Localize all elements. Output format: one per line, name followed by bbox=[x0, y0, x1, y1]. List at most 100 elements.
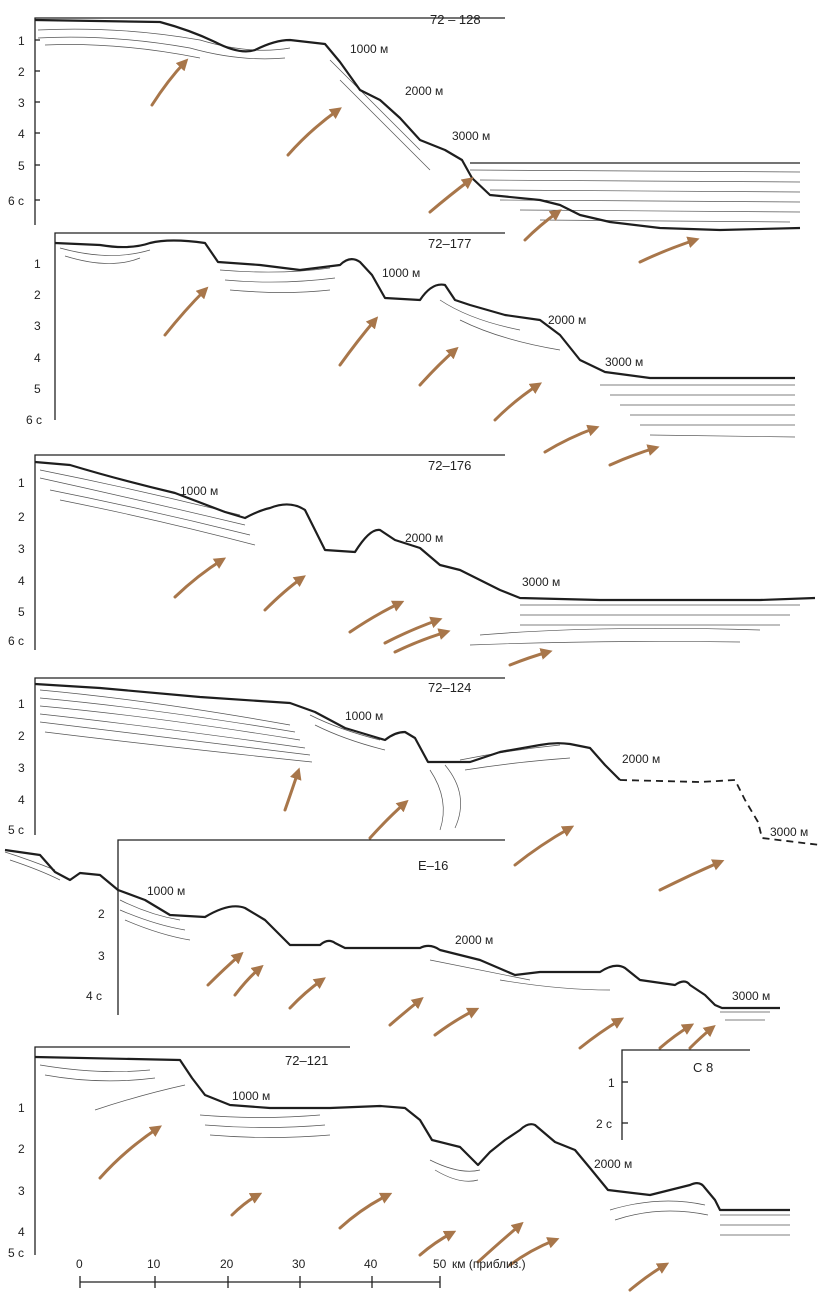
depth-label: 2000 м bbox=[594, 1157, 632, 1171]
fault-arrows bbox=[206, 951, 716, 1050]
sediment-reflectors bbox=[37, 28, 801, 223]
profile-frame bbox=[34, 454, 505, 650]
fault-arrows bbox=[98, 1125, 670, 1292]
scale-tick: 40 bbox=[364, 1257, 378, 1271]
time-axis-ticks: 1 2 3 4 5 6 с bbox=[8, 476, 25, 648]
time-axis-ticks: 1 2 3 4 5 6 с bbox=[26, 257, 42, 427]
inset-C8: C 8 1 2 с bbox=[596, 1049, 750, 1140]
seafloor-line bbox=[34, 18, 801, 232]
time-tick: 1 bbox=[18, 476, 25, 490]
time-tick: 2 bbox=[18, 510, 25, 524]
time-axis-ticks: 2 3 4 с bbox=[86, 907, 105, 1003]
inset-id: C 8 bbox=[693, 1060, 713, 1075]
time-tick: 2 bbox=[18, 1142, 25, 1156]
depth-label: 1000 м bbox=[147, 884, 185, 898]
seafloor-inferred bbox=[619, 779, 821, 846]
profile-frame bbox=[117, 839, 505, 1015]
time-tick: 5 bbox=[18, 159, 25, 173]
seafloor-line bbox=[34, 1055, 790, 1212]
sediment-reflectors bbox=[39, 469, 800, 646]
depth-label: 1000 м bbox=[350, 42, 388, 56]
depth-label: 2000 м bbox=[455, 933, 493, 947]
sediment-reflectors bbox=[39, 1064, 790, 1236]
scale-bar: 0 10 20 30 40 50 км (приблиз.) bbox=[76, 1257, 526, 1288]
scale-unit-label: км (приблиз.) bbox=[452, 1257, 526, 1271]
scale-tick: 20 bbox=[220, 1257, 234, 1271]
time-tick: 4 bbox=[18, 793, 25, 807]
depth-label: 3000 м bbox=[452, 129, 490, 143]
profile-72-176: 72–176 1 2 3 4 5 6 с 1000 м 2000 м 3000 … bbox=[8, 454, 816, 667]
seafloor-line bbox=[34, 682, 621, 781]
time-tick: 4 bbox=[18, 574, 25, 588]
scale-tick: 10 bbox=[147, 1257, 161, 1271]
time-tick: 4 bbox=[18, 127, 25, 141]
time-axis-ticks: 1 2 3 4 5 с bbox=[8, 1101, 25, 1260]
profile-72-124: 72–124 1 2 3 4 5 с 1000 м 2000 м 3000 м bbox=[8, 677, 821, 892]
time-tick: 1 bbox=[18, 34, 25, 48]
time-axis-ticks: 1 2 3 4 5 6 с bbox=[8, 34, 40, 208]
time-tick: 3 bbox=[18, 542, 25, 556]
depth-labels: 1000 м 2000 м 3000 м bbox=[350, 42, 490, 143]
depth-label: 2000 м bbox=[548, 313, 586, 327]
time-tick: 2 bbox=[18, 729, 25, 743]
depth-label: 2000 м bbox=[405, 84, 443, 98]
scale-tick: 30 bbox=[292, 1257, 306, 1271]
time-tick: 5 bbox=[18, 605, 25, 619]
seafloor-line bbox=[34, 460, 816, 602]
depth-labels: 1000 м 2000 м bbox=[232, 1089, 632, 1171]
profile-id: E–16 bbox=[418, 858, 448, 873]
depth-labels: 1000 м 2000 м 3000 м bbox=[180, 484, 560, 589]
sediment-reflectors bbox=[4, 851, 770, 1021]
time-tick: 2 bbox=[18, 65, 25, 79]
time-tick: 6 с bbox=[8, 194, 24, 208]
fault-arrows bbox=[163, 286, 660, 467]
time-tick: 1 bbox=[18, 1101, 25, 1115]
depth-label: 3000 м bbox=[605, 355, 643, 369]
seafloor-line bbox=[54, 239, 795, 380]
depth-label: 2000 м bbox=[405, 531, 443, 545]
depth-label: 1000 м bbox=[345, 709, 383, 723]
profile-frame bbox=[34, 1046, 350, 1255]
profile-E-16: E–16 2 3 4 с 1000 м 2000 м 3000 м bbox=[4, 839, 780, 1050]
time-tick: 2 bbox=[98, 907, 105, 921]
sediment-reflectors bbox=[59, 247, 796, 438]
depth-label: 1000 м bbox=[180, 484, 218, 498]
fault-arrows bbox=[173, 557, 553, 667]
time-tick: 5 с bbox=[8, 823, 24, 837]
depth-labels: 1000 м 2000 м 3000 м bbox=[345, 709, 808, 839]
time-tick: 2 bbox=[34, 288, 41, 302]
time-tick: 5 с bbox=[8, 1246, 24, 1260]
time-tick: 3 bbox=[34, 319, 41, 333]
scale-tick: 50 bbox=[433, 1257, 447, 1271]
time-tick: 4 bbox=[34, 351, 41, 365]
time-tick: 4 bbox=[18, 1225, 25, 1239]
time-tick: 1 bbox=[34, 257, 41, 271]
time-tick: 3 bbox=[98, 949, 105, 963]
time-tick: 4 с bbox=[86, 989, 102, 1003]
seafloor-line bbox=[4, 848, 780, 1010]
depth-label: 2000 м bbox=[622, 752, 660, 766]
time-tick: 3 bbox=[18, 761, 25, 775]
profile-72-121: 72–121 1 2 3 4 5 с 1000 м 2000 м bbox=[8, 1046, 790, 1292]
time-tick: 3 bbox=[18, 96, 25, 110]
scale-tick: 0 bbox=[76, 1257, 83, 1271]
profile-frame bbox=[54, 232, 505, 420]
inset-frame bbox=[621, 1049, 750, 1140]
depth-label: 3000 м bbox=[732, 989, 770, 1003]
time-axis-ticks: 1 2 3 4 5 с bbox=[8, 697, 25, 837]
time-tick: 2 с bbox=[596, 1117, 612, 1131]
fault-arrows bbox=[283, 767, 725, 892]
depth-labels: 1000 м 2000 м 3000 м bbox=[382, 266, 643, 369]
sediment-reflectors bbox=[39, 689, 571, 831]
time-tick: 5 bbox=[34, 382, 41, 396]
profile-frame bbox=[34, 677, 505, 835]
profile-id: 72 – 128 bbox=[430, 12, 481, 27]
time-tick: 1 bbox=[18, 697, 25, 711]
profile-frame bbox=[34, 17, 505, 225]
time-tick: 1 bbox=[608, 1076, 615, 1090]
time-tick: 6 с bbox=[26, 413, 42, 427]
depth-labels: 1000 м 2000 м 3000 м bbox=[147, 884, 770, 1003]
depth-label: 3000 м bbox=[770, 825, 808, 839]
depth-label: 3000 м bbox=[522, 575, 560, 589]
